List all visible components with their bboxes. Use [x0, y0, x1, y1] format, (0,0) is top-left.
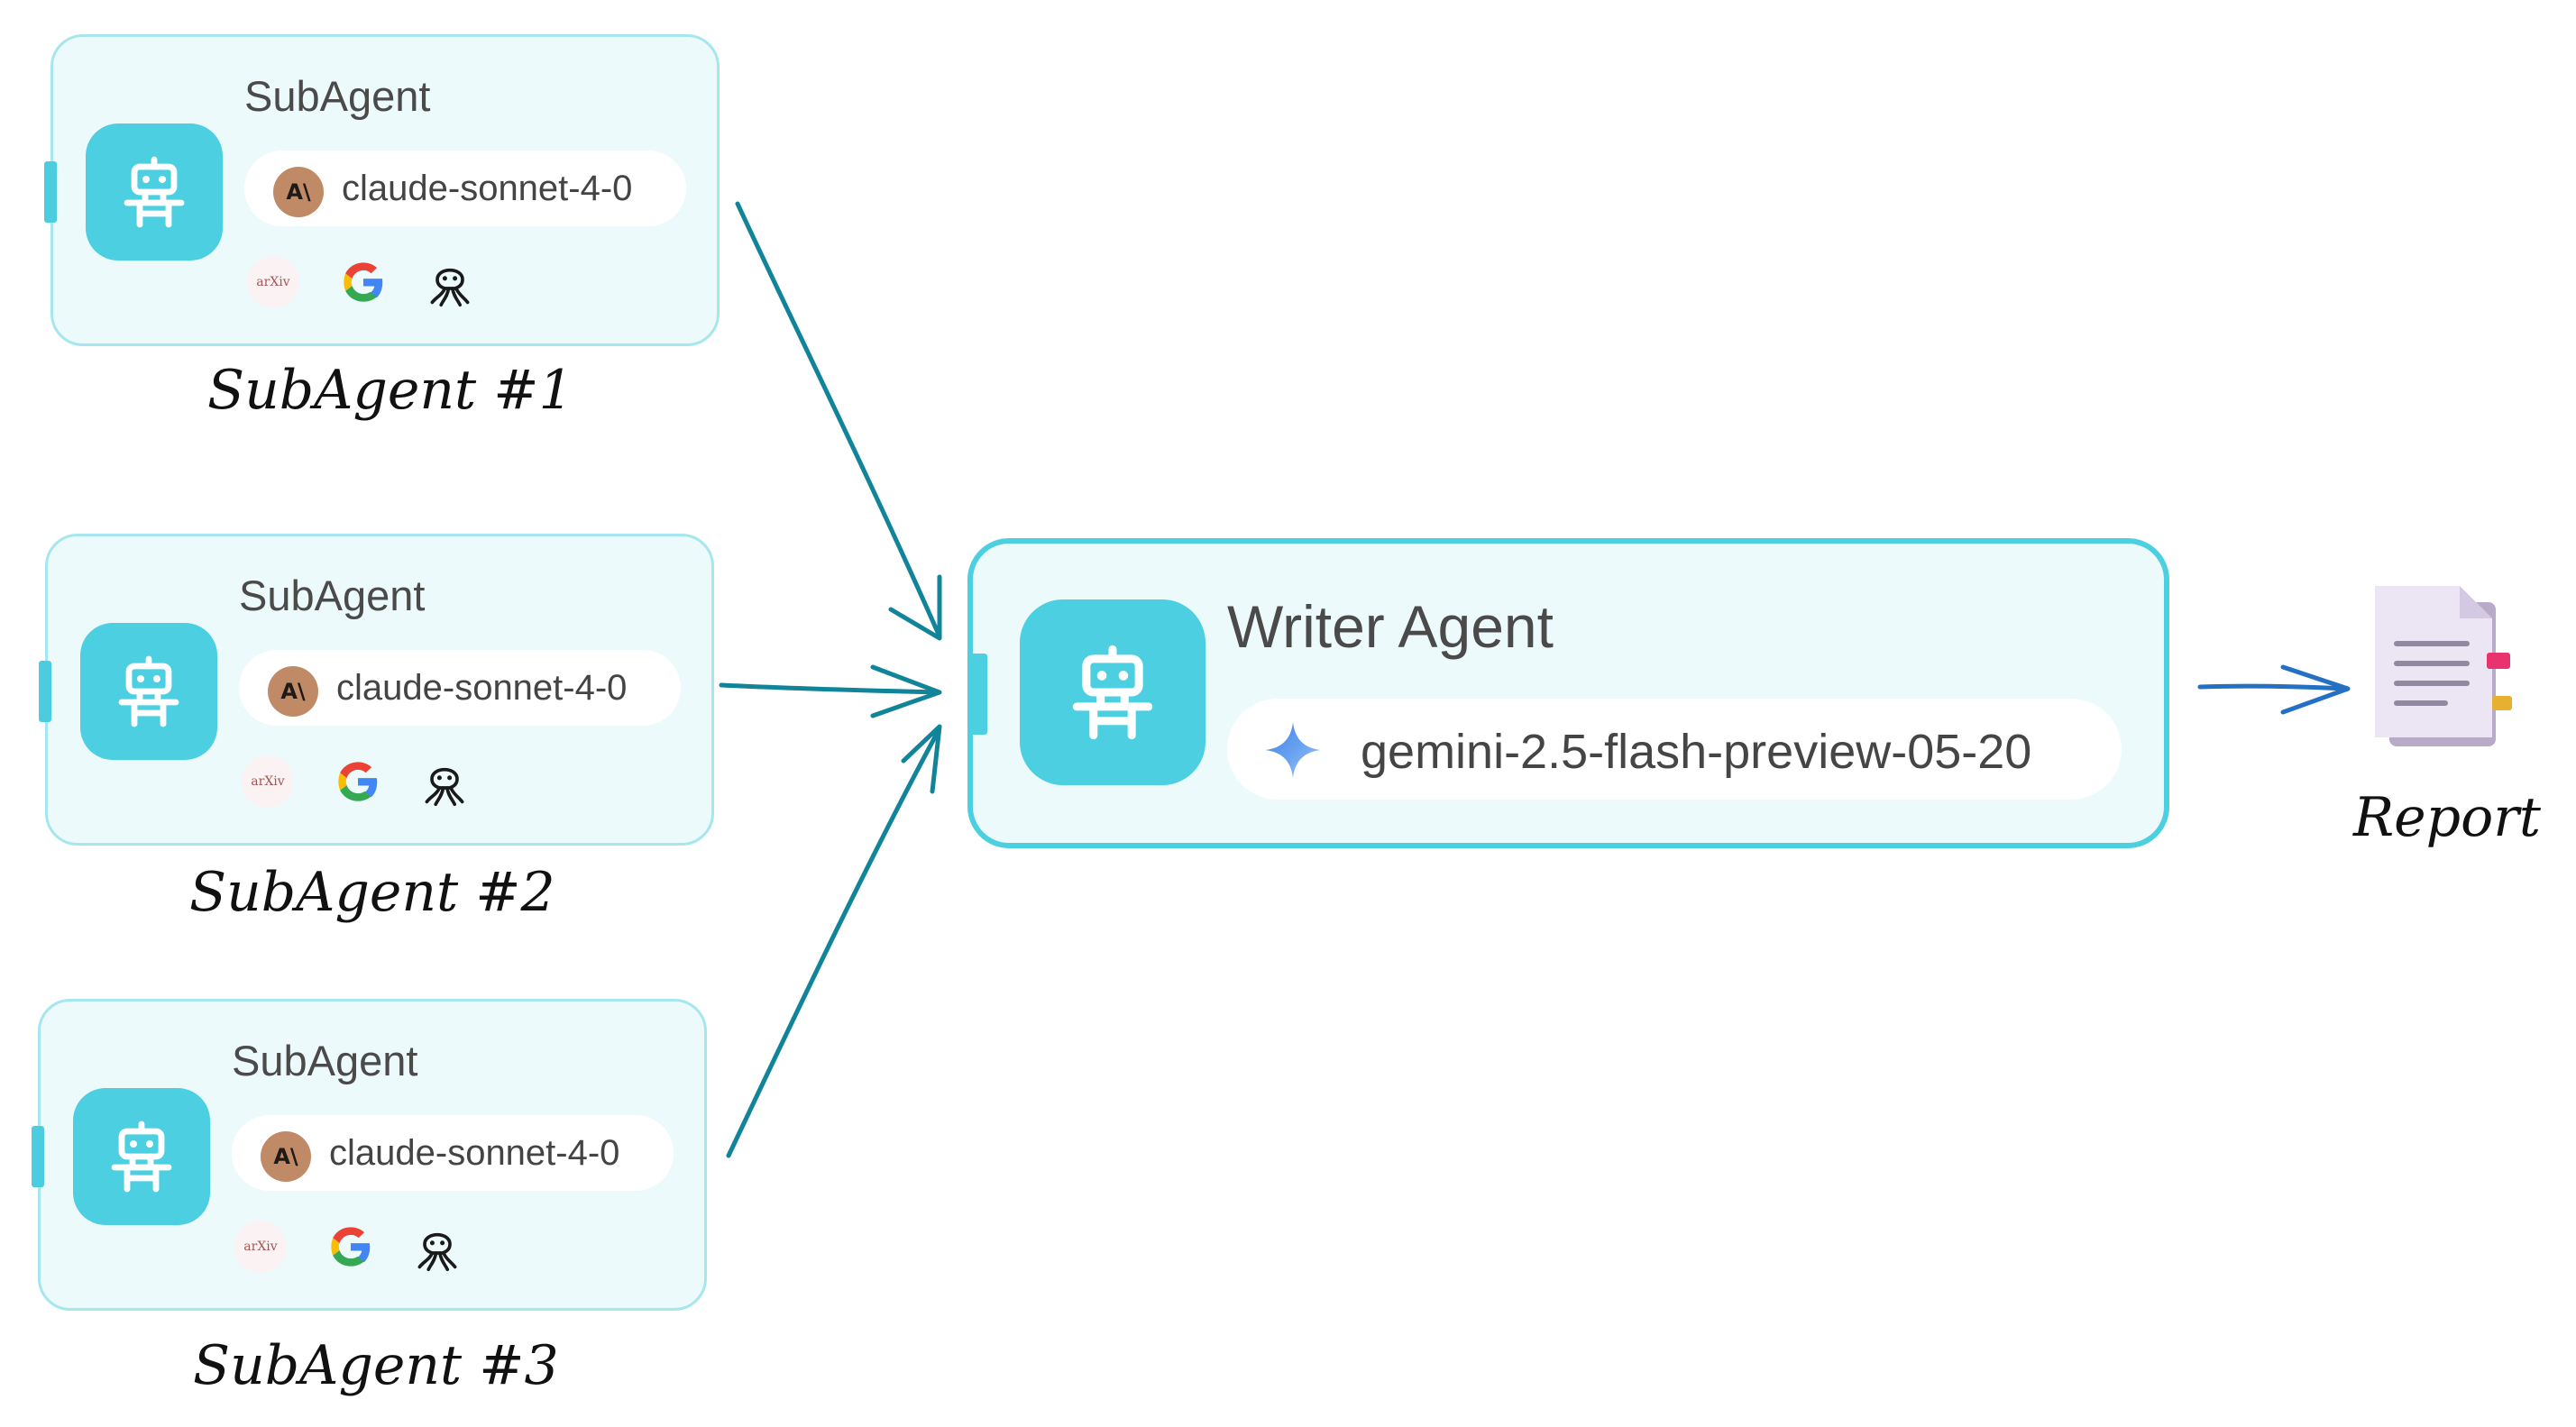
arxiv-icon: arXiv [242, 755, 294, 808]
arrowhead-report [2280, 664, 2351, 715]
input-port[interactable] [969, 654, 987, 735]
input-port[interactable] [39, 661, 51, 722]
arxiv-icon: arXiv [247, 256, 299, 308]
google-tool[interactable] [335, 253, 392, 311]
model-pill[interactable]: A\ claude-sonnet-4-0 [244, 151, 686, 226]
github-tool[interactable] [421, 253, 479, 311]
subagent-node-1[interactable]: SubAgent A\ claude-sonnet-4-0 arXiv [44, 34, 720, 346]
model-pill[interactable]: A\ claude-sonnet-4-0 [232, 1115, 674, 1191]
input-port[interactable] [44, 161, 57, 223]
robot-icon [124, 156, 185, 228]
github-icon [417, 1232, 457, 1272]
arrowhead-subagent-1 [888, 574, 942, 641]
robot-icon [1072, 645, 1153, 740]
anthropic-icon: A\ [261, 1131, 311, 1182]
anthropic-icon: A\ [268, 666, 318, 717]
arrow-subagent-3-to-writer [726, 729, 940, 1158]
anthropic-icon: A\ [273, 167, 324, 217]
arxiv-tool[interactable]: arXiv [244, 253, 302, 311]
arxiv-tool[interactable]: arXiv [239, 753, 297, 810]
github-tool[interactable] [408, 1218, 466, 1276]
google-icon [331, 1227, 371, 1267]
subagent-caption-1: SubAgent #1 [207, 359, 573, 422]
node-title: SubAgent [239, 572, 426, 619]
model-name: claude-sonnet-4-0 [329, 1133, 620, 1173]
model-name: claude-sonnet-4-0 [342, 169, 633, 208]
robot-avatar [1020, 599, 1205, 785]
arrow-subagent-1-to-writer [735, 201, 942, 639]
arrowhead-subagent-3 [901, 724, 942, 794]
arxiv-icon: arXiv [234, 1221, 287, 1273]
arxiv-tool[interactable]: arXiv [232, 1218, 289, 1276]
report-label: Report [2353, 786, 2542, 849]
arrowhead-subagent-2 [870, 664, 942, 718]
google-tool[interactable] [329, 753, 387, 810]
model-pill[interactable]: gemini-2.5-flash-preview-05-20 [1227, 699, 2122, 800]
model-name: gemini-2.5-flash-preview-05-20 [1361, 725, 2032, 779]
robot-icon [118, 655, 179, 727]
google-icon [338, 762, 378, 801]
arrow-subagent-2-to-writer [719, 682, 940, 695]
writer-agent-node[interactable]: Writer Agent gemini-2.5-flash-preview-05… [967, 538, 2169, 848]
model-name: claude-sonnet-4-0 [336, 668, 628, 708]
github-icon [425, 767, 464, 807]
node-title: SubAgent [244, 72, 431, 120]
robot-avatar [80, 623, 217, 760]
gemini-sparkle-icon [1265, 722, 1321, 778]
document-icon [2370, 584, 2514, 760]
subagent-caption-2: SubAgent #2 [189, 861, 555, 924]
google-icon [344, 262, 383, 302]
arrow-writer-to-report [2197, 683, 2347, 691]
robot-icon [111, 1121, 172, 1193]
google-tool[interactable] [322, 1218, 380, 1276]
github-tool[interactable] [416, 753, 473, 810]
input-port[interactable] [32, 1126, 44, 1187]
model-pill[interactable]: A\ claude-sonnet-4-0 [239, 650, 681, 726]
subagent-node-2[interactable]: SubAgent A\ claude-sonnet-4-0 arXiv [39, 534, 714, 846]
robot-avatar [86, 123, 223, 261]
subagent-node-3[interactable]: SubAgent A\ claude-sonnet-4-0 arXiv [32, 999, 707, 1311]
node-title: Writer Agent [1227, 593, 1554, 660]
subagent-caption-3: SubAgent #3 [193, 1334, 559, 1397]
github-icon [430, 268, 470, 307]
robot-avatar [73, 1088, 210, 1225]
node-title: SubAgent [232, 1037, 418, 1084]
